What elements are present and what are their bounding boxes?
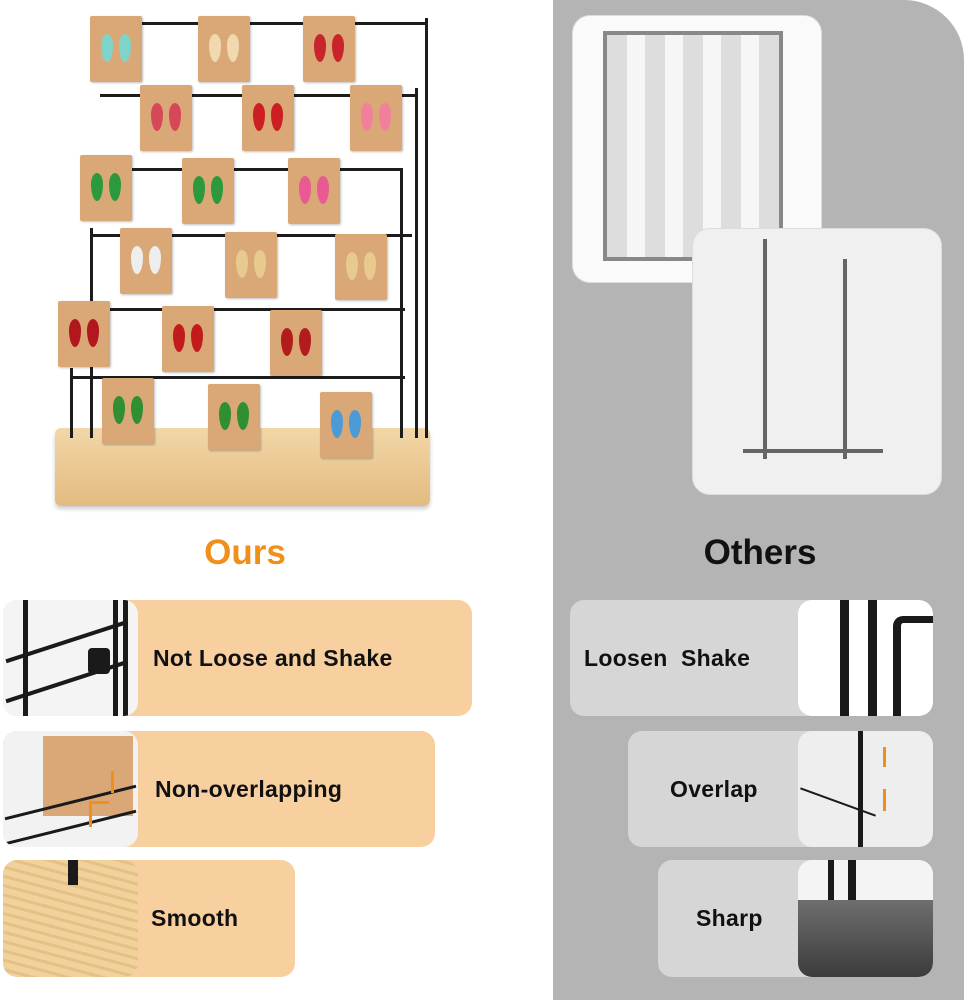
adjustment-knob-image [3, 600, 138, 716]
sharp-base-image [798, 860, 933, 977]
others-feature-loosen: Loosen Shake [570, 600, 933, 716]
arrow-icon [883, 789, 886, 811]
arrow-icon [111, 771, 114, 793]
others-heading: Others [703, 533, 817, 572]
feature-label: Smooth [151, 905, 239, 931]
others-feature-overlap: Overlap [628, 731, 933, 847]
overlapping-hooks-image [798, 731, 933, 847]
feature-label: Overlap [670, 775, 758, 802]
feature-label: Loosen Shake [584, 644, 751, 671]
bent-rod-image [798, 600, 933, 716]
product-image-earring-rack [50, 8, 440, 508]
ours-heading: Ours [204, 533, 286, 572]
arrow-icon [883, 747, 886, 767]
competitor-rack-image-2 [692, 228, 942, 495]
wood-base-image [3, 860, 138, 977]
others-feature-sharp: Sharp [658, 860, 933, 977]
feature-label: Sharp [696, 905, 763, 931]
ours-feature-not-loose: Not Loose and Shake [3, 600, 472, 716]
hook-image [3, 731, 138, 847]
feature-label: Non-overlapping [155, 775, 343, 802]
corner-arrow-icon [89, 801, 109, 827]
ours-feature-non-overlapping: Non-overlapping [3, 731, 435, 847]
ours-feature-smooth: Smooth [3, 860, 295, 977]
feature-label: Not Loose and Shake [153, 644, 393, 671]
